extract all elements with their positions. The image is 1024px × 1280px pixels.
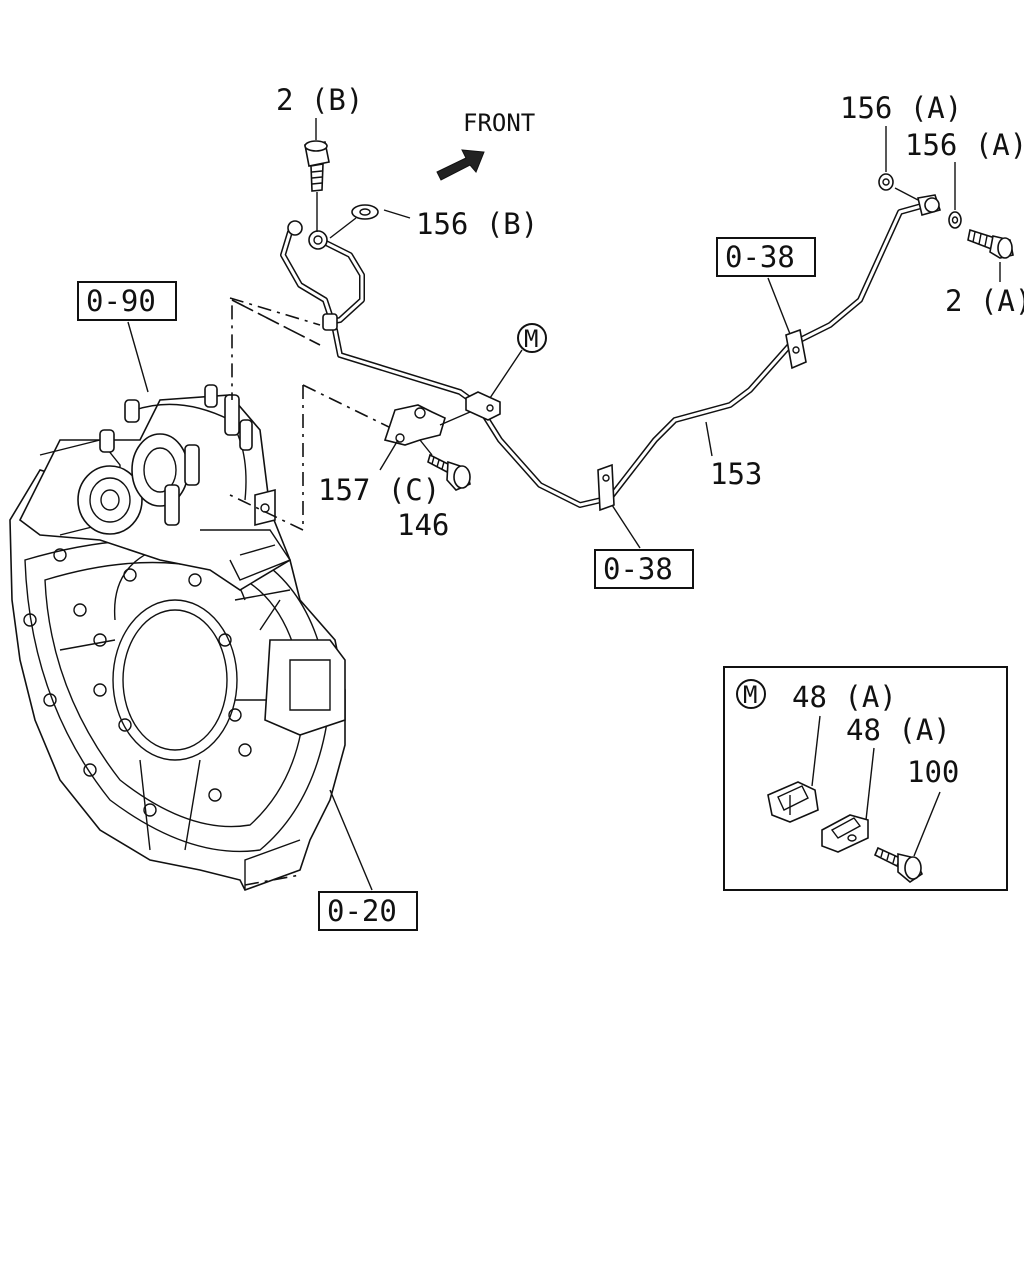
label-clip-48a-2: 48 (A): [846, 713, 951, 747]
pipe-clamp-lower: [597, 463, 615, 512]
label-ref-0-20: 0-20: [327, 894, 397, 928]
phantom-line-lower-2: [229, 494, 304, 531]
label-clip-48a-1: 48 (A): [792, 680, 897, 714]
label-bolt-2b: 2 (B): [276, 83, 363, 117]
phantom-line-upper-2: [229, 297, 321, 326]
washer-156a-1: [878, 173, 919, 201]
phantom-line-upper: [231, 298, 321, 400]
bolt-2a: [967, 228, 1014, 259]
pipe-clamp-upper: [785, 328, 807, 370]
leader-lines: [127, 118, 1001, 891]
label-washer-156a-1: 156 (A): [840, 91, 962, 125]
washer-156b: [329, 204, 379, 239]
front-arrow: [436, 149, 485, 181]
label-pipe-153: 153: [710, 457, 762, 491]
detail-m-marker: M: [743, 681, 757, 709]
label-bolt-146: 146: [397, 508, 449, 542]
pipe-clip-m: [465, 391, 501, 421]
ref-box-0-38-top: [716, 237, 816, 277]
washer-156a-2: [948, 211, 962, 229]
pipe-153: [280, 194, 942, 508]
ref-box-0-90: [77, 281, 177, 321]
label-bracket-157c: 157 (C): [318, 473, 440, 507]
label-bolt-100: 100: [907, 755, 959, 789]
bolt-2b: [304, 140, 330, 232]
detail-m-panel: [723, 666, 1008, 891]
clip-m-marker: [517, 323, 547, 353]
label-clip-m: M: [524, 325, 538, 353]
label-ref-0-38-bottom: 0-38: [603, 552, 673, 586]
label-ref-0-90: 0-90: [86, 284, 156, 318]
ref-box-0-20: [318, 891, 418, 931]
ref-box-0-38-bottom: [594, 549, 694, 589]
flywheel-housing: [9, 384, 346, 891]
phantom-line-lower: [302, 384, 396, 530]
label-washer-156b: 156 (B): [416, 207, 538, 241]
label-bolt-2a: 2 (A): [945, 284, 1024, 318]
bolt-146: [419, 439, 471, 491]
label-ref-0-38-top: 0-38: [725, 240, 795, 274]
label-washer-156a-2: 156 (A): [905, 128, 1024, 162]
bracket-157c: [383, 404, 471, 446]
front-label: FRONT: [463, 109, 535, 137]
